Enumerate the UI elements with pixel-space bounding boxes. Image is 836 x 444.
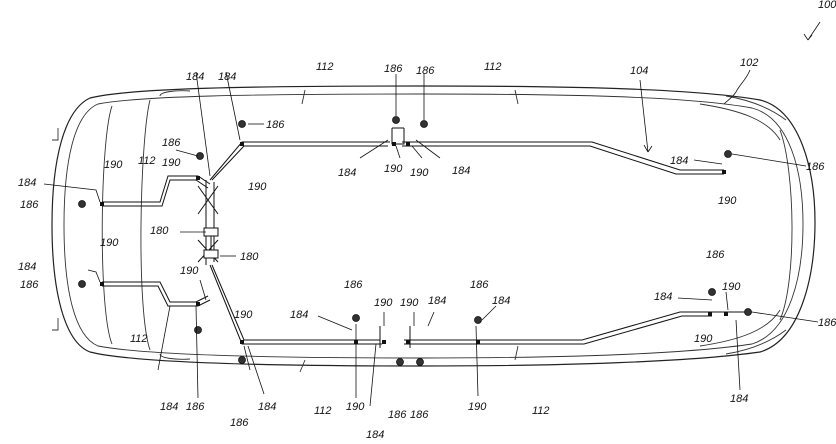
port-190 [724,312,728,316]
label-190: 190 [384,163,403,175]
label-186: 186 [388,409,407,421]
label-184: 184 [670,155,688,167]
sensor-186-left-lower [78,280,86,288]
sensor-186-top-left [238,120,246,128]
label-184: 184 [366,429,384,441]
label-184: 184 [18,261,36,273]
port-190 [406,142,410,146]
label-100: 100 [818,0,836,11]
label-184: 184 [186,71,204,83]
vehicle-body-outline [51,85,816,373]
port-190 [100,202,104,206]
label-190: 190 [374,297,393,309]
label-112: 112 [484,61,502,73]
leader-lines [43,21,821,407]
label-112: 112 [314,405,332,417]
label-190: 190 [104,159,123,171]
port-190 [708,312,712,316]
label-190: 190 [346,401,365,413]
port-190 [392,142,396,146]
label-186: 186 [384,63,403,75]
label-190: 190 [162,157,181,169]
label-180: 180 [240,251,259,263]
label-190: 190 [100,237,119,249]
port-190 [476,340,480,344]
port-190 [100,282,104,286]
label-184: 184 [730,393,748,405]
label-104: 104 [630,65,648,77]
sensor-186-top-mid1 [392,116,400,124]
label-190: 190 [180,265,199,277]
label-112: 112 [532,405,550,417]
label-186: 186 [20,199,39,211]
label-186: 186 [806,161,825,173]
label-112: 112 [130,333,148,345]
label-186: 186 [266,119,285,131]
label-184: 184 [654,291,672,303]
label-184: 184 [160,401,178,413]
port-190 [722,170,726,174]
label-190: 190 [722,281,741,293]
label-190: 190 [410,167,429,179]
label-184: 184 [452,165,470,177]
port-190 [406,340,410,344]
sensor-186-bottom-mid1 [352,314,360,322]
label-184: 184 [18,177,36,189]
sensor-186-top-mid2 [420,120,428,128]
label-190: 190 [694,333,713,345]
sensor-186-right-lower2 [744,308,752,316]
reference-labels: 100 102 104 112 112 112 112 112 112 184 … [18,0,836,441]
label-190: 190 [234,309,253,321]
label-190: 190 [468,401,487,413]
sensor-186-bottom-left [238,356,246,364]
sensor-186-center-lower [194,326,202,334]
label-186: 186 [230,417,249,429]
label-190: 190 [400,297,419,309]
label-112: 112 [138,155,156,167]
sensor-nodes [78,116,752,366]
sensor-186-left-upper [78,200,86,208]
port-190 [382,340,386,344]
label-186: 186 [344,279,363,291]
label-186: 186 [186,401,205,413]
label-184: 184 [218,71,236,83]
label-184: 184 [290,309,308,321]
label-184: 184 [428,295,446,307]
label-184: 184 [492,295,510,307]
label-186: 186 [818,317,836,329]
label-186: 186 [410,409,429,421]
label-186: 186 [162,137,181,149]
label-186: 186 [470,279,489,291]
label-112: 112 [316,61,334,73]
label-180: 180 [150,225,169,237]
sensor-186-top-right [724,150,732,158]
label-102: 102 [740,57,758,69]
label-184: 184 [338,167,356,179]
port-190 [196,176,200,180]
label-186: 186 [20,279,39,291]
duct-network [102,127,752,348]
sensor-186-bottom-mid4 [474,316,482,324]
label-190: 190 [718,195,737,207]
port-190 [240,142,244,146]
label-186: 186 [416,65,435,77]
label-186: 186 [706,249,725,261]
label-190: 190 [248,181,267,193]
sensor-186-right-lower1 [708,288,716,296]
port-190 [196,302,200,306]
label-184: 184 [258,401,276,413]
sensor-186-bottom-mid2 [396,358,404,366]
port-190 [240,340,244,344]
sensor-186-bottom-mid3 [416,358,424,366]
